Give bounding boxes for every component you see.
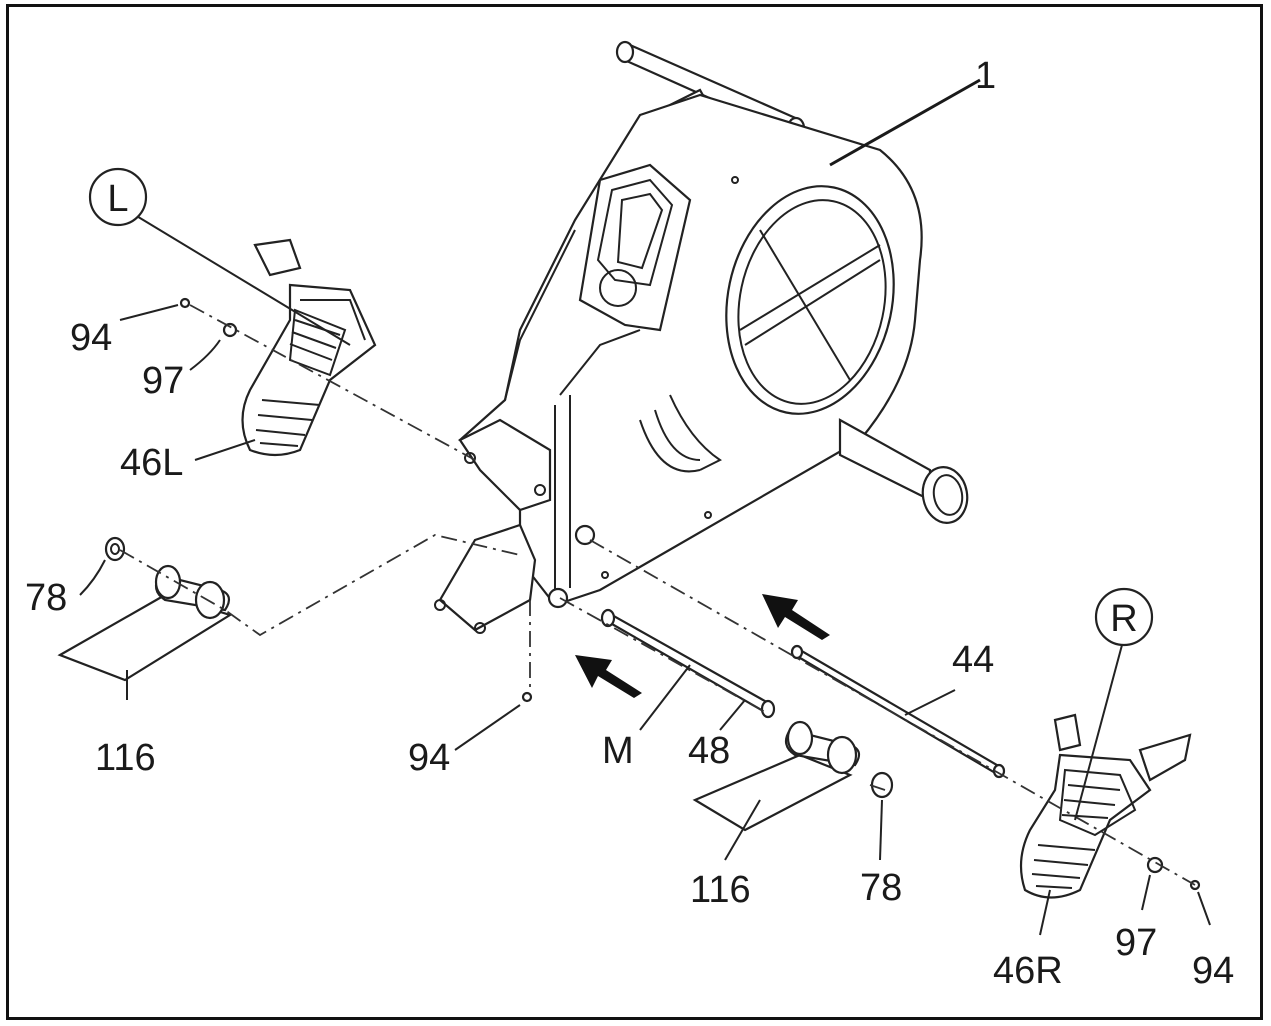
- main-housing: [434, 40, 969, 634]
- leader-lines: [79, 78, 1211, 936]
- label-cap-78-right: 78: [860, 867, 902, 909]
- label-axle-48: 48: [688, 730, 730, 772]
- axle-44: [790, 644, 1006, 779]
- label-mark-M: M: [602, 730, 634, 772]
- label-part-1: 1: [975, 55, 996, 97]
- label-screw-94-left: 94: [70, 317, 112, 359]
- diagram-frame: [6, 4, 1263, 1020]
- right-pedal-46R: [1019, 713, 1192, 899]
- label-cap-78-left: 78: [25, 577, 67, 619]
- arrows: [575, 594, 830, 698]
- label-foot-116-left: 116: [95, 737, 156, 779]
- label-axle-44: 44: [952, 639, 994, 681]
- left-foot-116: [57, 536, 233, 682]
- left-pedal-46L: [241, 238, 377, 457]
- label-screw-94-right: 94: [1192, 950, 1234, 992]
- left-marker-circle: [88, 167, 148, 227]
- label-pedal-46R: 46R: [993, 950, 1063, 992]
- label-pedal-46L: 46L: [120, 442, 183, 484]
- right-foot-116: [692, 720, 894, 832]
- axle-48: [600, 608, 776, 719]
- label-left-marker: L: [107, 178, 128, 220]
- label-washer-97-left: 97: [142, 360, 184, 402]
- label-right-marker: R: [1110, 598, 1137, 640]
- label-screw-94-bottom: 94: [408, 737, 450, 779]
- screws-and-washers: [179, 297, 1201, 891]
- label-washer-97-right: 97: [1115, 922, 1157, 964]
- label-foot-116-right: 116: [690, 869, 751, 911]
- guide-lines: [119, 304, 1196, 886]
- right-marker-circle: [1094, 587, 1154, 647]
